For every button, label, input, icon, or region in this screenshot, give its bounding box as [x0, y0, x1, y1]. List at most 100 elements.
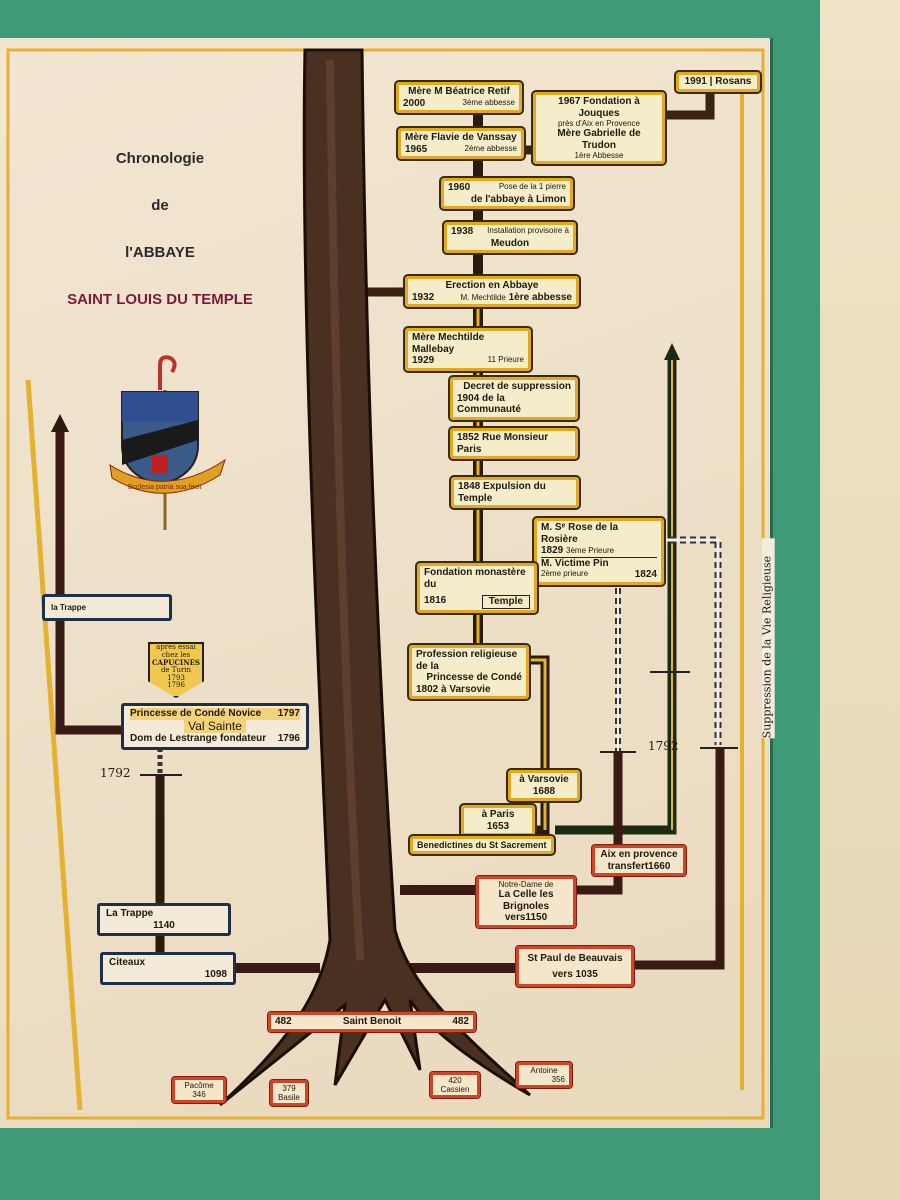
poster-title: Chronologie de l'ABBAYE SAINT LOUIS DU T…	[40, 150, 280, 338]
title: Rosans	[715, 76, 752, 87]
note: 3ème abbesse	[462, 97, 515, 107]
left-yellow-line	[25, 379, 83, 1111]
name: Cassien	[440, 1085, 470, 1095]
label-beatrice-retif: Mère M Béatrice Retif 2000 3ème abbesse	[394, 80, 524, 115]
text: Rue Monsieur Paris	[457, 432, 549, 455]
wall	[820, 0, 900, 1200]
year: 1829	[541, 545, 564, 556]
name: M. Mechtilde	[460, 292, 506, 302]
note: 11 Prieure	[487, 355, 524, 364]
line1: Erection en Abbaye	[445, 280, 539, 291]
text: à Paris	[481, 809, 515, 820]
line2: Temple	[481, 595, 530, 609]
label-rue-monsieur: 1852 Rue Monsieur Paris	[448, 426, 580, 461]
label-aix-provence: Aix en provence transfert1660	[591, 844, 687, 877]
line2: transfert1660	[607, 860, 671, 872]
name: Val Sainte	[184, 718, 246, 733]
line1: Aix en provence	[600, 849, 678, 860]
title-line: de	[151, 197, 169, 214]
year-1792-left: 1792	[100, 766, 131, 780]
year: 356	[551, 1075, 565, 1085]
l5: 1793	[167, 673, 185, 682]
line2: La Celle les Brignoles	[498, 889, 554, 912]
name: La Trappe	[106, 908, 154, 919]
arrow-up-left-icon	[51, 414, 69, 432]
year: 1938	[451, 226, 474, 237]
line1: Fondation monastère du	[424, 567, 526, 590]
name: Mère Mechtilde Mallebay	[412, 332, 485, 355]
line1: Profession religieuse de la	[416, 649, 518, 672]
year: 1098	[204, 968, 227, 980]
year: 420	[448, 1076, 462, 1085]
year: 1140	[153, 919, 175, 931]
branch-rosans	[660, 85, 715, 120]
label-notre-dame-celle: Notre-Dame de La Celle les Brignoles ver…	[475, 875, 577, 929]
l1: après essai	[156, 643, 196, 651]
note: 1ère Abbesse	[574, 151, 624, 161]
name: Saint Benoit	[342, 1016, 402, 1027]
label-saint-benoit: 482 Saint Benoit 482	[267, 1011, 477, 1033]
label-rosans: 1991 | Rosans	[674, 70, 762, 94]
title-line: Chronologie	[115, 150, 205, 167]
year-1792-right: 1792	[648, 739, 679, 753]
title-line: SAINT LOUIS DU TEMPLE	[67, 291, 253, 308]
name: Pacôme	[184, 1081, 214, 1090]
year: 1852	[457, 432, 480, 443]
motto: Ecclesia patria sua fecit	[128, 484, 202, 491]
title: Fondation à Jouques	[578, 96, 640, 119]
name: Basile	[278, 1093, 300, 1103]
line1: Decret de suppression	[463, 381, 571, 392]
label-limon: 1960 Pose de la 1 pierre de l'abbaye à Li…	[439, 176, 575, 211]
line3: vers1150	[504, 912, 548, 924]
note2: 2ème prieure	[541, 569, 589, 578]
year: 346	[192, 1090, 206, 1100]
year: 1688	[532, 785, 556, 797]
label-rosiere-pin: M. Sᵉ Rose de la Rosière 1829 3ème Prieu…	[532, 516, 666, 587]
label-fondation-temple: Fondation monastère du 1816 Temple	[415, 561, 539, 615]
label-paris: à Paris 1653	[459, 803, 537, 838]
line1: Notre-Dame de	[498, 880, 554, 889]
l4: de Turin	[160, 666, 192, 675]
line1: Installation provisoire à	[487, 226, 569, 235]
title-line: l'ABBAYE	[125, 244, 195, 261]
name: Mère Gabrielle de Trudon	[557, 128, 641, 151]
name: Mère M Béatrice Retif	[408, 86, 510, 97]
l6: 1796	[167, 681, 185, 690]
year: 1932	[412, 291, 435, 303]
year: 1991	[684, 76, 707, 87]
year2: 1796	[277, 733, 300, 745]
line2: Dom de Lestrange fondateur	[130, 733, 267, 745]
label-mechtilde-mallebay: Mère Mechtilde Mallebay 1929 11 Prieure	[403, 326, 533, 373]
year-left: 482	[275, 1016, 292, 1027]
year: 1904	[457, 392, 480, 404]
year2: 1824	[634, 569, 657, 580]
vertical-note: Suppression de la Vie Religieuse	[761, 538, 775, 739]
year1: 1797	[277, 708, 300, 719]
label-la-trappe-top: la Trappe	[42, 594, 172, 622]
sub: près d'Aix en Provence	[557, 119, 640, 128]
label-expulsion-temple: 1848 Expulsion du Temple	[449, 475, 581, 510]
note: 1ère abbesse	[508, 291, 572, 303]
name: M. Sᵉ Rose de la Rosière	[541, 522, 619, 545]
text: à Varsovie	[519, 774, 569, 785]
year: 1653	[486, 820, 510, 832]
line1: Pose de la 1 pierre	[498, 182, 566, 191]
line2: Princesse de Condé	[426, 672, 522, 683]
line1: St Paul de Beauvais	[527, 953, 623, 964]
name: Citeaux	[109, 957, 146, 968]
year: 1929	[412, 355, 435, 366]
year-right: 482	[452, 1016, 469, 1027]
year: 1967	[558, 96, 581, 107]
line2: de l'abbaye à Limon	[470, 193, 566, 205]
coat-of-arms	[109, 355, 226, 530]
name: Antoine	[530, 1066, 558, 1075]
line2: vers 1035	[552, 968, 598, 980]
year: 2000	[403, 97, 426, 109]
year: 1816	[424, 595, 447, 606]
name2: M. Victime Pin	[541, 557, 609, 569]
year: 1960	[448, 182, 471, 193]
